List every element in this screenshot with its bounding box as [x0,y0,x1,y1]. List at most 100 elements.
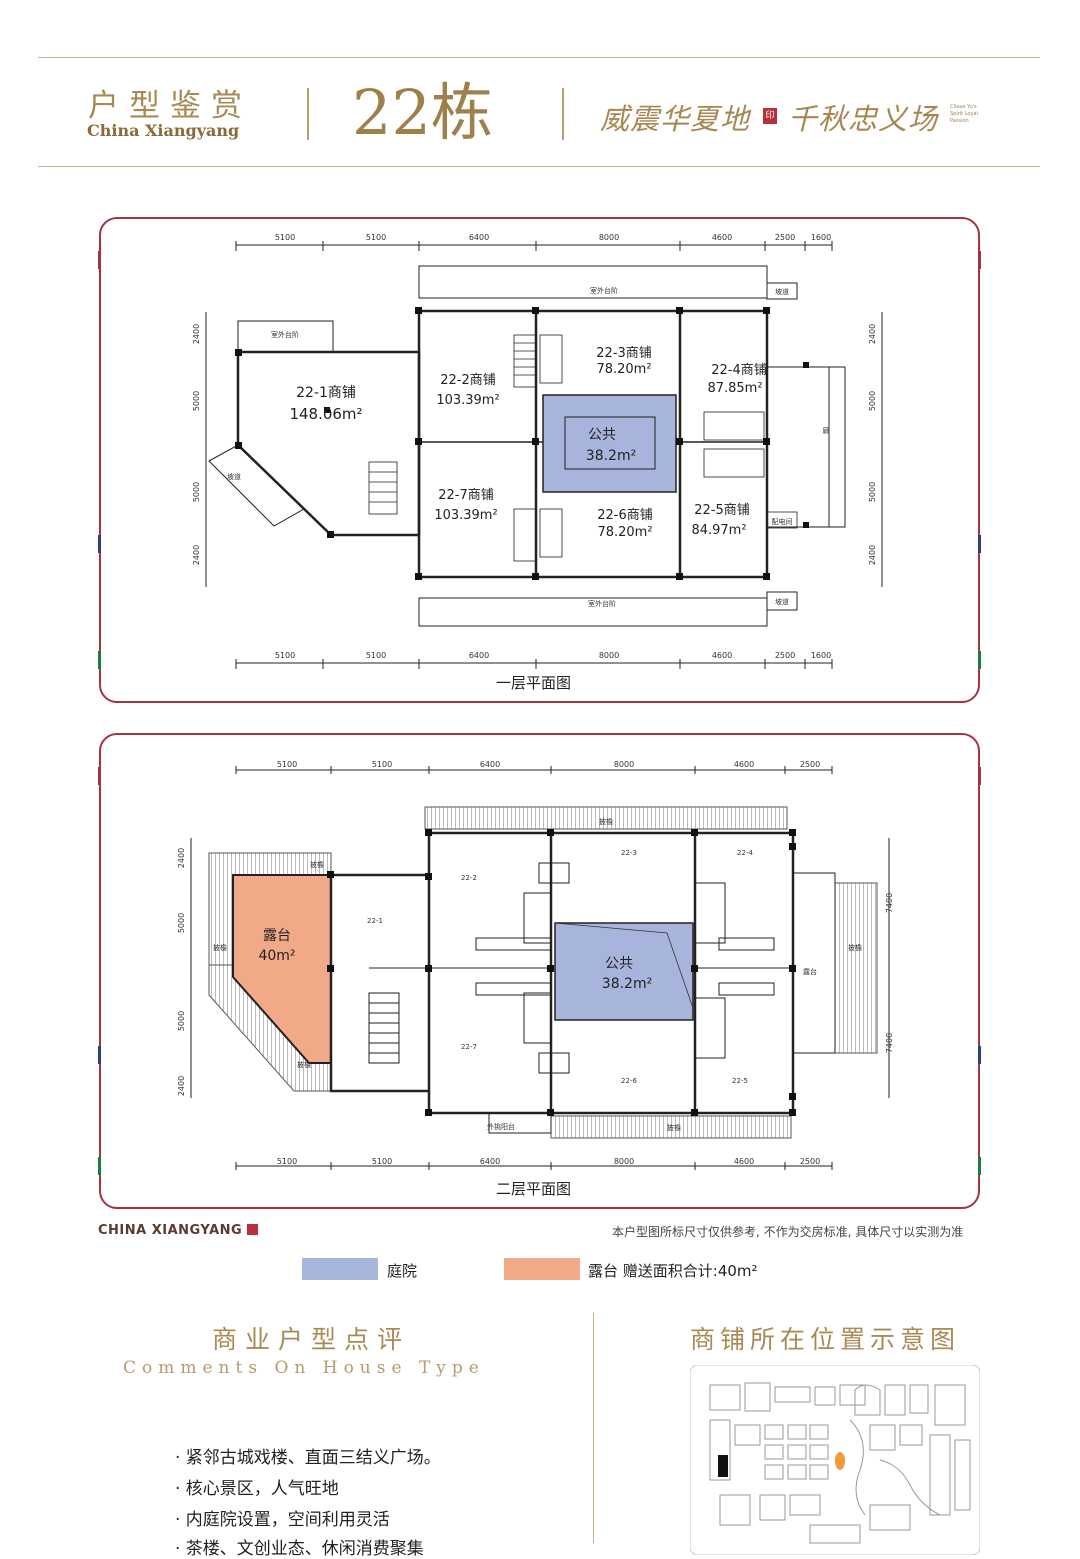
svg-text:87.85m²: 87.85m² [707,381,762,396]
svg-text:22-2商铺: 22-2商铺 [440,373,496,388]
header-title-en: China Xiangyang [87,121,240,140]
svg-text:78.20m²: 78.20m² [596,362,651,377]
svg-text:5000: 5000 [177,1011,186,1031]
svg-text:5100: 5100 [372,1157,392,1166]
svg-text:坡道: 坡道 [775,287,789,296]
svg-text:5000: 5000 [868,391,877,411]
svg-text:配电间: 配电间 [772,517,793,526]
svg-text:披檐: 披檐 [297,1060,311,1069]
svg-text:5000: 5000 [177,913,186,933]
seal-stamp: 印 [763,108,777,124]
svg-text:1600: 1600 [811,233,831,242]
svg-text:2400: 2400 [177,1076,186,1096]
svg-text:8000: 8000 [614,760,634,769]
svg-text:2400: 2400 [868,324,877,344]
header-divider-2 [562,88,564,140]
svg-text:22-6: 22-6 [621,1077,637,1085]
svg-text:22-4商铺: 22-4商铺 [711,363,767,378]
footer-disclaimer: 本户型图所标尺寸仅供参考, 不作为交房标准, 具体尺寸以实测为准 [612,1225,964,1239]
svg-text:6400: 6400 [469,651,489,660]
svg-text:2400: 2400 [192,545,201,565]
svg-text:8000: 8000 [599,233,619,242]
svg-text:室外台阶: 室外台阶 [588,599,616,608]
svg-text:室外台阶: 室外台阶 [271,330,299,339]
svg-text:2400: 2400 [177,848,186,868]
svg-text:22-1商铺: 22-1商铺 [296,385,356,401]
comment-item: · 茶楼、文创业态、休闲消费聚集 [175,1539,424,1559]
footer-brand: CHINA XIANGYANG [98,1223,243,1238]
svg-text:148.06m²: 148.06m² [289,405,362,423]
svg-text:2400: 2400 [868,545,877,565]
floor1-caption: 一层平面图 [496,674,572,692]
svg-text:4600: 4600 [734,760,754,769]
svg-text:5000: 5000 [192,391,201,411]
svg-text:4600: 4600 [712,233,732,242]
svg-text:6400: 6400 [480,760,500,769]
section-divider [593,1313,594,1543]
svg-text:22-3商铺: 22-3商铺 [596,346,652,361]
svg-text:2500: 2500 [800,1157,820,1166]
svg-text:露台: 露台 [803,967,817,976]
legend-label-terrace: 露台 赠送面积合计:40m² [588,1262,758,1280]
svg-text:40m²: 40m² [258,948,295,964]
svg-text:22-4: 22-4 [737,849,753,857]
svg-text:披檐: 披檐 [848,943,862,952]
svg-text:4600: 4600 [734,1157,754,1166]
svg-text:8000: 8000 [599,651,619,660]
slogan-part-a: 威震华夏地 [600,102,751,136]
svg-text:5000: 5000 [192,482,201,502]
legend-swatch-terrace [504,1258,580,1280]
floor2-plan: 5100 5100 6400 8000 4600 2500 5100 5100 … [177,760,894,1170]
floor1-plan: 5100 5100 6400 8000 4600 2500 1600 5100 … [192,233,883,669]
svg-text:2500: 2500 [775,233,795,242]
svg-text:22-6商铺: 22-6商铺 [597,508,653,523]
svg-text:2500: 2500 [800,760,820,769]
svg-text:7400: 7400 [885,893,894,913]
location-title: 商铺所在位置示意图 [690,1325,961,1354]
svg-text:38.2m²: 38.2m² [586,448,636,464]
svg-text:22-1: 22-1 [367,917,383,925]
svg-text:5100: 5100 [366,233,386,242]
svg-text:22-2: 22-2 [461,874,477,882]
header-top-rule [38,57,1040,58]
svg-text:外挑阳台: 外挑阳台 [487,1122,515,1131]
svg-text:22-5: 22-5 [732,1077,748,1085]
svg-text:廊: 廊 [823,426,830,435]
header-title-cn: 户型鉴赏 [88,88,252,124]
header-divider-1 [307,88,309,140]
svg-text:2400: 2400 [192,324,201,344]
svg-text:6400: 6400 [469,233,489,242]
svg-text:披檐: 披檐 [310,860,324,869]
svg-text:5100: 5100 [277,760,297,769]
svg-text:坡道: 坡道 [227,472,241,481]
svg-text:78.20m²: 78.20m² [597,525,652,540]
legend-swatch-courtyard [302,1258,378,1280]
svg-text:坡道: 坡道 [775,597,789,606]
footer-seal [247,1224,258,1235]
svg-text:7400: 7400 [885,1033,894,1053]
header-bottom-rule [38,166,1040,167]
location-map [690,1365,980,1555]
legend-label-courtyard: 庭院 [387,1262,418,1280]
comments-title: 商业户型点评 [212,1325,411,1354]
svg-text:1600: 1600 [811,651,831,660]
svg-text:公共: 公共 [588,427,616,443]
svg-text:5100: 5100 [366,651,386,660]
svg-text:2500: 2500 [775,651,795,660]
svg-text:6400: 6400 [480,1157,500,1166]
comment-item: · 内庭院设置，空间利用灵活 [175,1510,390,1530]
svg-text:5100: 5100 [275,233,295,242]
building-number: 22栋 [352,76,493,149]
svg-text:38.2m²: 38.2m² [602,976,652,992]
svg-text:5100: 5100 [372,760,392,769]
svg-text:公共: 公共 [605,956,633,972]
svg-text:室外台阶: 室外台阶 [590,286,618,295]
slogan-tiny-en: Chase Yu's Spirit Loyal Passion [950,104,978,124]
svg-text:103.39m²: 103.39m² [434,508,497,523]
floor2-caption: 二层平面图 [496,1180,572,1198]
svg-text:5100: 5100 [275,651,295,660]
svg-text:披檐: 披檐 [213,943,227,952]
svg-text:103.39m²: 103.39m² [436,393,499,408]
slogan-part-b: 千秋忠义场 [788,102,939,136]
svg-text:5100: 5100 [277,1157,297,1166]
